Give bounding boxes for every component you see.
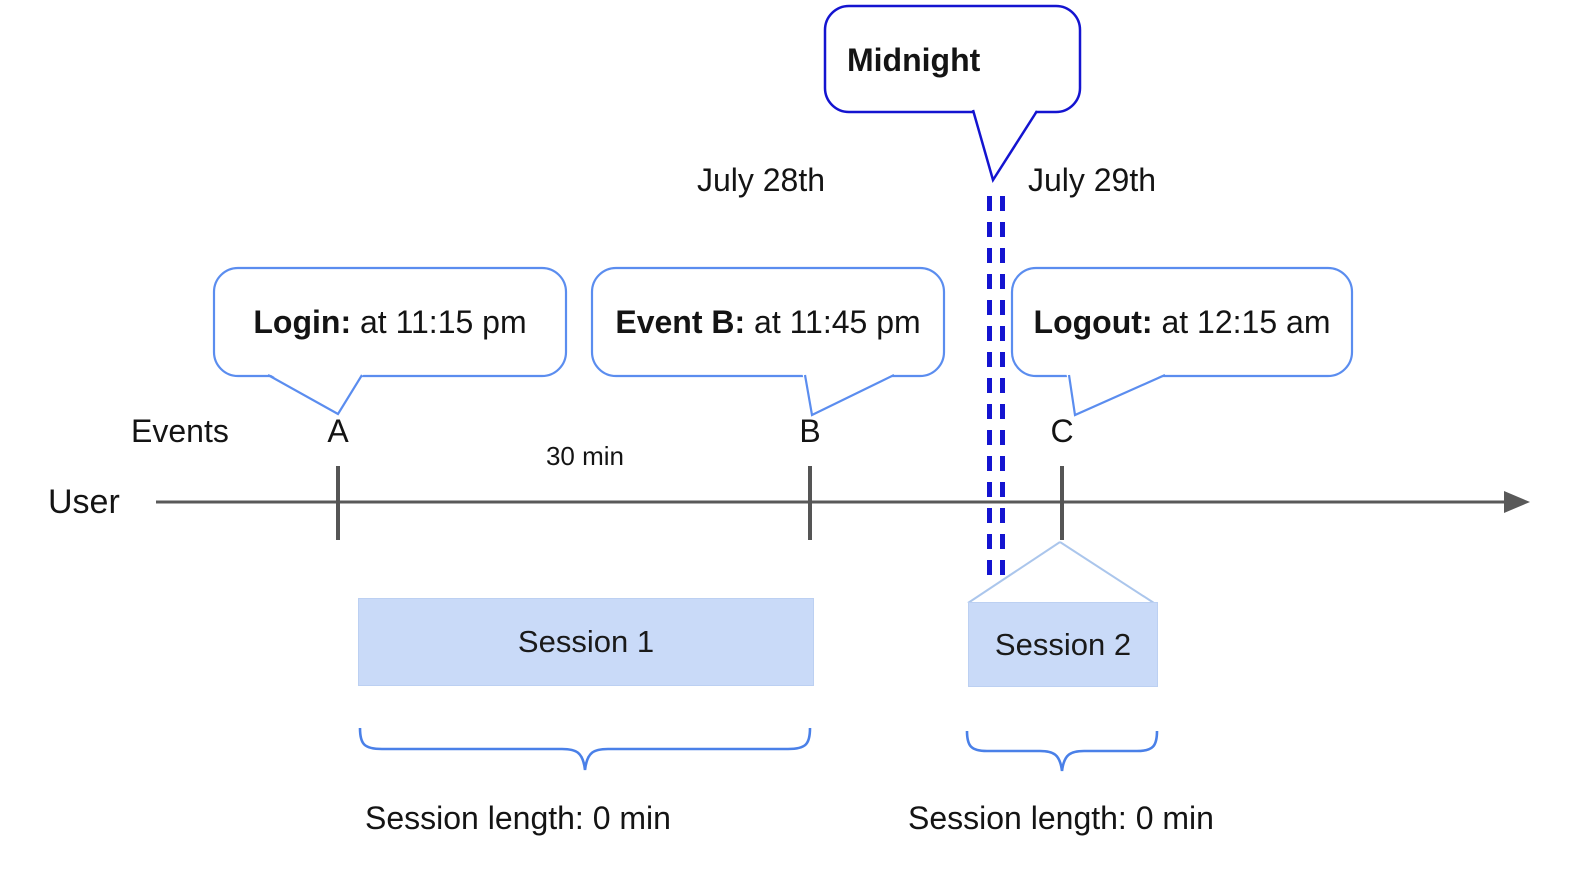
logout-time-label: at 12:15 am [1152, 304, 1331, 340]
session2-length-label: Session length: 0 min [908, 800, 1214, 836]
event-b-bold-label: Event B: [615, 304, 746, 340]
login-bubble-tail [267, 374, 363, 416]
logout-bubble-label: Logout: at 12:15 am [1012, 302, 1352, 342]
user-row-label: User [48, 483, 120, 521]
login-bubble [212, 266, 568, 378]
session1-length-label: Session length: 0 min [365, 800, 671, 836]
event-b-bubble-label: Event B: at 11:45 pm [592, 302, 944, 342]
logout-bubble-tail-fill [1066, 372, 1169, 415]
event-c-letter: C [1050, 413, 1074, 449]
session2-bar: Session 2 [968, 602, 1158, 687]
logout-bubble-tail [1067, 373, 1166, 417]
event-b-time-label: at 11:45 pm [745, 304, 921, 340]
session1-bar: Session 1 [358, 598, 814, 686]
event-b-bubble-tail-fill [802, 372, 898, 415]
midnight-label: Midnight [847, 42, 981, 78]
login-bold-label: Login: [253, 304, 352, 340]
midnight-bubble-tail [971, 109, 1039, 184]
event-b-bubble-tail [803, 374, 895, 417]
session2-funnel-line-right [1059, 541, 1155, 604]
date-label-july-28: July 28th [696, 162, 826, 198]
event-a-letter: A [327, 413, 349, 449]
session2-brace [965, 730, 1159, 772]
logout-bubble [1010, 266, 1354, 378]
events-row-label: Events [131, 413, 229, 449]
interval-label: 30 min [545, 441, 625, 471]
timeline-arrowhead-icon [1504, 491, 1530, 513]
login-time-label: at 11:15 pm [351, 304, 527, 340]
event-b-bubble [590, 266, 946, 378]
login-bubble-tail-fill [266, 372, 365, 414]
session2-funnel-line-left [967, 541, 1061, 604]
session1-label: Session 1 [517, 624, 655, 659]
date-label-july-29: July 29th [1027, 162, 1157, 198]
session2-label: Session 2 [994, 626, 1132, 662]
event-b-letter: B [799, 413, 821, 449]
login-bubble-label: Login: at 11:15 pm [214, 302, 566, 342]
logout-bold-label: Logout: [1033, 304, 1153, 340]
midnight-bubble [823, 4, 1082, 114]
session1-brace [358, 727, 812, 771]
